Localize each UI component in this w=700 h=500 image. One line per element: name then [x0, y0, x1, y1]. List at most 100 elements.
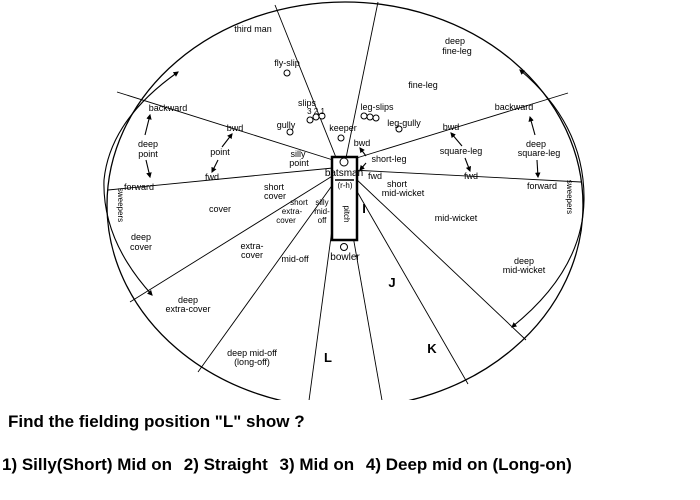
option-1[interactable]: 1) Silly(Short) Mid on [2, 455, 172, 474]
marker-j: J [388, 275, 395, 290]
label-cover: cover [209, 204, 231, 214]
sweeper-arc-left-arrow [103, 71, 179, 296]
label-silly-mid-off-1: silly [315, 198, 328, 207]
deep-point-up-arrow [144, 113, 152, 136]
label-deep-square-leg-2: square-leg [518, 148, 561, 158]
deep-point-down-arrow [145, 159, 152, 179]
point-down-arrow [211, 159, 219, 173]
marker-i: I [362, 201, 366, 216]
label-gully: gully [277, 120, 296, 130]
sector-line-forward-leg [351, 169, 582, 183]
label-mid-off: mid-off [281, 254, 309, 264]
label-deep-mid-off-2: (long-off) [234, 357, 270, 367]
label-deep-cover-2: cover [130, 242, 152, 252]
label-batsman: batsman [325, 168, 363, 179]
gully-dot [286, 128, 294, 136]
label-square-leg: square-leg [440, 146, 483, 156]
position-labels: third man deep fine-leg fly-slip fine-le… [116, 24, 574, 367]
label-backward-off: backward [149, 103, 188, 113]
label-short-mid-wicket-1: short [387, 179, 408, 189]
slip-dot-1 [318, 112, 326, 120]
fly-slip-dot [283, 69, 291, 77]
square-leg-up-arrow [450, 132, 463, 147]
keeper-dot [337, 134, 345, 142]
deep-square-leg-down-arrow [534, 159, 541, 179]
label-leg-gully: leg-gully [387, 118, 421, 128]
leg-slip-dot-3 [372, 114, 380, 122]
label-deep-mid-off-1: deep mid-off [227, 348, 277, 358]
sector-line-third-man [274, 4, 338, 161]
label-slip-numbers: 3 2 1 [307, 107, 325, 116]
pitch-strip [330, 155, 359, 242]
label-sweepers-left: sweepers [116, 188, 125, 222]
label-third-man: third man [234, 24, 272, 34]
label-short-leg: short-leg [371, 154, 406, 164]
label-silly-mid-off-2: mid- [314, 207, 330, 216]
label-backward-leg: backward [495, 102, 534, 112]
label-deep-cover-1: deep [131, 232, 151, 242]
label-deep-fine-leg-1: deep [445, 36, 465, 46]
label-fly-slip: fly-slip [274, 58, 300, 68]
label-fwd-square-leg: fwd [464, 171, 478, 181]
label-bowler: bowler [330, 252, 360, 263]
leg-gully-dot [395, 125, 403, 133]
label-silly-point-2: point [289, 158, 309, 168]
label-point: point [210, 147, 230, 157]
slip-dot-3 [306, 116, 314, 124]
label-right-handed: (r-h) [337, 181, 352, 190]
bowler-dot [340, 243, 348, 251]
deep-square-leg-up-arrow [528, 115, 536, 136]
label-deep-mid-wicket-1: deep [514, 256, 534, 266]
label-extra-cover-2: cover [241, 250, 263, 260]
label-slips: slips [298, 98, 317, 108]
label-deep-extra-cover-2: extra-cover [165, 304, 210, 314]
marker-k: K [427, 341, 437, 356]
label-bwd-short-leg: bwd [354, 138, 371, 148]
answer-options: 1) Silly(Short) Mid on 2) Straight 3) Mi… [2, 455, 579, 475]
label-short-cover-2: cover [264, 191, 286, 201]
field-boundary [106, 1, 584, 400]
sector-line-cover [129, 174, 335, 303]
sweeper-arc-right-arrow [511, 69, 585, 328]
label-deep-point-2: point [138, 149, 158, 159]
label-leg-slips: leg-slips [360, 102, 394, 112]
label-deep-fine-leg-2: fine-leg [442, 46, 472, 56]
fielder-dots [283, 69, 403, 251]
label-deep-point-1: deep [138, 139, 158, 149]
sector-line-mid-on [350, 180, 469, 385]
label-deep-extra-cover-1: deep [178, 295, 198, 305]
short-leg-up-arrow [359, 147, 367, 157]
label-keeper: keeper [329, 123, 357, 133]
short-leg-down-arrow [359, 162, 367, 171]
question-text: Find the fielding position "L" show ? [8, 412, 305, 431]
label-forward-off: forward [124, 182, 154, 192]
option-3[interactable]: 3) Mid on [279, 455, 355, 474]
label-short-cover-1: short [264, 182, 285, 192]
sector-line-backward-leg [349, 92, 569, 161]
region-markers: I J K L [324, 201, 437, 365]
sector-line-extra-cover [197, 179, 337, 373]
label-fwd-short-leg: fwd [368, 171, 382, 181]
label-short-mid-wicket-2: mid-wicket [382, 188, 425, 198]
option-2[interactable]: 2) Straight [183, 455, 268, 474]
label-forward-leg: forward [527, 181, 557, 191]
sector-line-forward-off [107, 167, 334, 191]
movement-arrows [103, 69, 585, 328]
label-bwd-square-leg: bwd [443, 122, 460, 132]
leg-slip-dot-1 [360, 112, 368, 120]
label-short-extra-cover-3: cover [276, 216, 296, 225]
label-silly-point-1: silly [291, 149, 306, 159]
label-deep-square-leg-1: deep [526, 139, 546, 149]
label-pitch: pitch [342, 206, 351, 223]
marker-l: L [324, 350, 332, 365]
option-4[interactable]: 4) Deep mid on (Long-on) [365, 455, 572, 474]
label-short-extra-cover-2: extra- [282, 207, 303, 216]
label-extra-cover-1: extra- [240, 241, 263, 251]
batsman-dot [339, 157, 349, 167]
label-fwd-point: fwd [205, 172, 219, 182]
point-up-arrow [221, 133, 233, 148]
label-mid-wicket: mid-wicket [435, 213, 478, 223]
label-sweepers-right: sweepers [565, 180, 574, 214]
leg-slip-dot-2 [366, 113, 374, 121]
fielding-positions-diagram: third man deep fine-leg fly-slip fine-le… [103, 1, 585, 400]
